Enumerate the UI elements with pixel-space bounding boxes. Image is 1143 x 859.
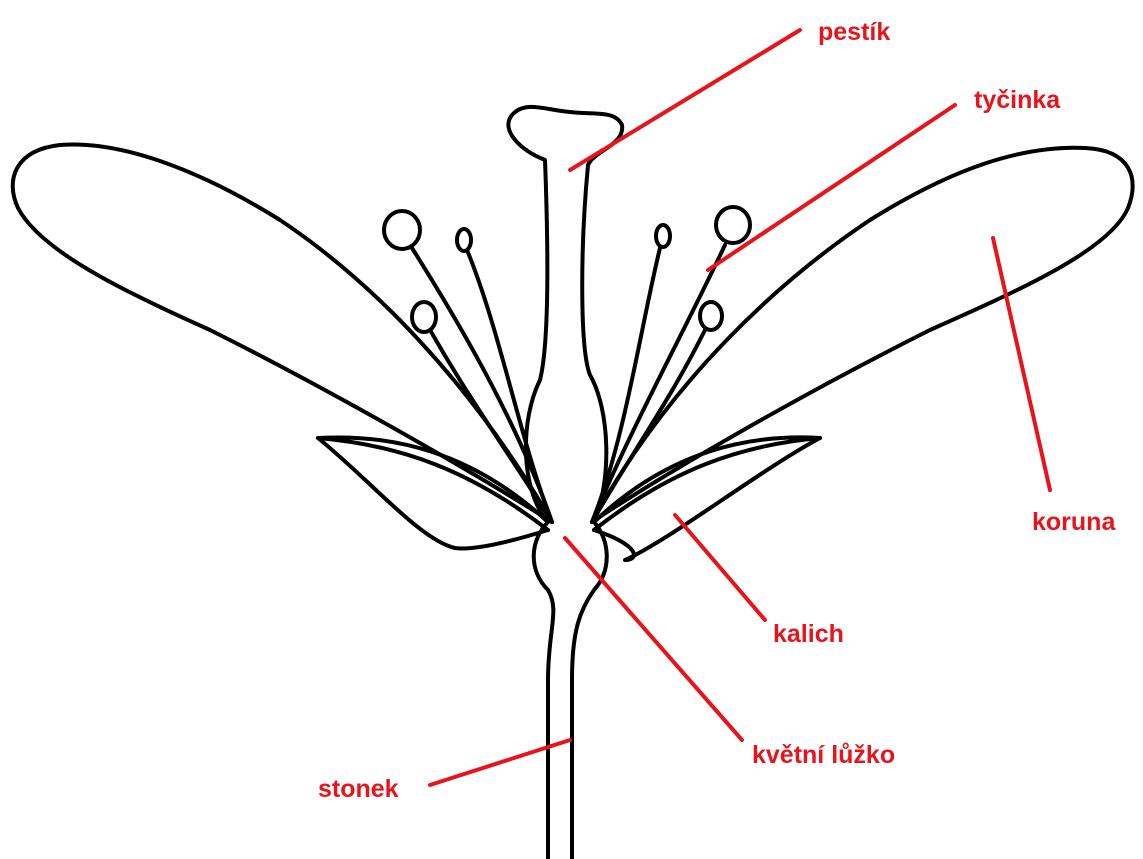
label-kvetni-luzko: květní lůžko (752, 741, 895, 769)
petal-left (13, 144, 552, 522)
sepal-right (594, 437, 820, 530)
leader-pestik (570, 30, 800, 170)
sepal-left (318, 437, 548, 530)
leader-kvetni-luzko (565, 538, 742, 740)
leader-lines (430, 30, 1050, 785)
flower-drawing (13, 107, 1133, 859)
label-kalich: kalich (773, 620, 844, 648)
label-pestik: pestík (818, 18, 890, 46)
labels: pestík tyčinka koruna kalich květní lůžk… (318, 18, 1116, 803)
label-stonek: stonek (318, 775, 399, 803)
stamens-right (592, 207, 750, 522)
label-tycinka: tyčinka (974, 86, 1061, 114)
label-koruna: koruna (1032, 508, 1116, 536)
receptacle-right (572, 522, 607, 859)
receptacle (534, 522, 554, 859)
leader-kalich (675, 515, 765, 620)
